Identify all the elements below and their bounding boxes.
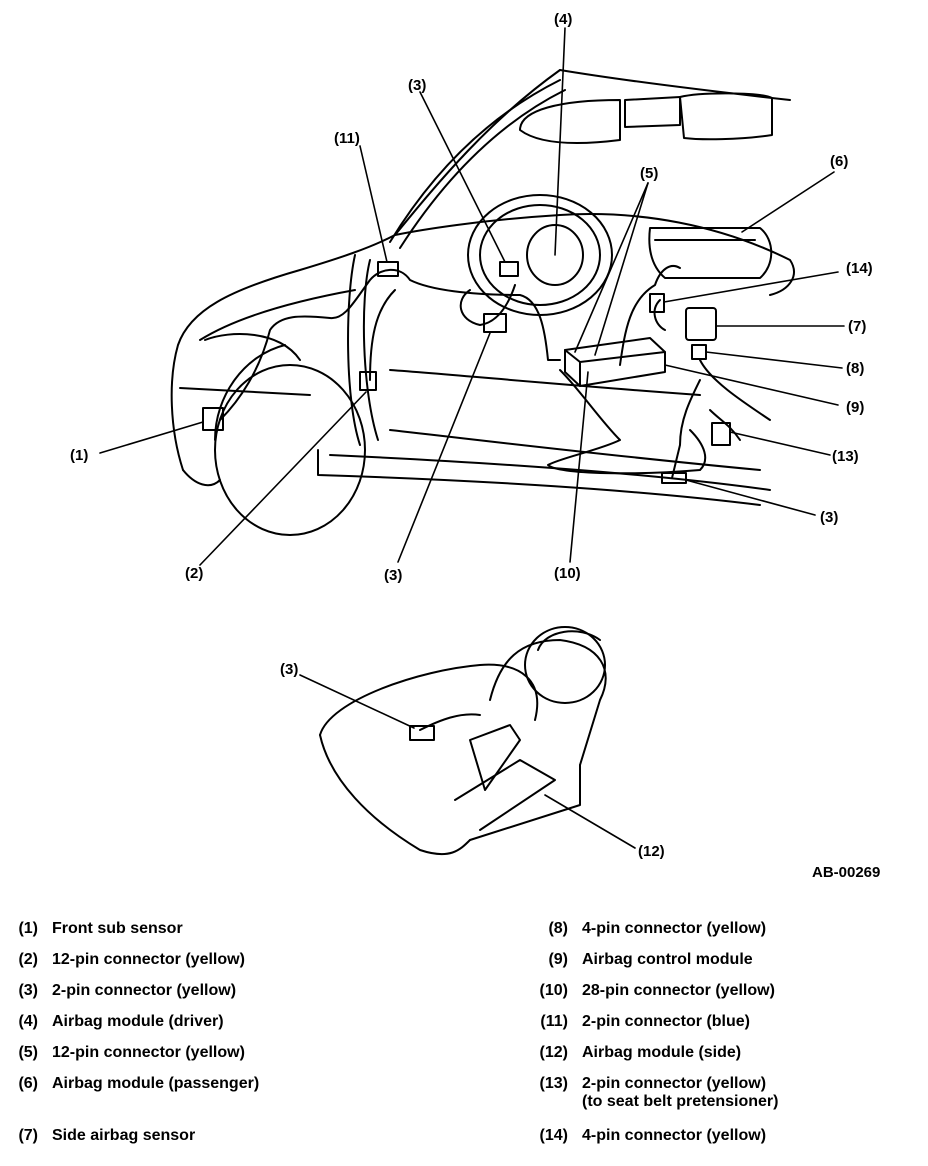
steering-wheel: [467, 194, 613, 316]
legend-number: (5): [18, 1044, 38, 1061]
legend-text: 2-pin connector (yellow) (to seat belt p…: [582, 1075, 778, 1111]
connector-3-bottom: [483, 313, 507, 333]
seat: [319, 626, 607, 856]
legend-text: 2-pin connector (blue): [582, 1013, 750, 1030]
callout-6: (6): [830, 153, 848, 170]
legend-item: (7) Side airbag sensor: [0, 1127, 259, 1158]
connector-14: [649, 293, 665, 313]
legend-text: Front sub sensor: [52, 920, 183, 937]
legend-text: 12-pin connector (yellow): [52, 951, 245, 968]
airbag-control-module: [564, 337, 666, 387]
legend-number: (9): [548, 951, 568, 968]
sun-visors: [519, 92, 773, 144]
passenger-airbag-module: [648, 227, 773, 279]
callout-9: (9): [846, 399, 864, 416]
connector-3-right: [661, 472, 687, 484]
legend-text: Airbag module (side): [582, 1044, 742, 1061]
callout-4: (4): [554, 11, 572, 28]
legend-item: (8) 4-pin connector (yellow): [520, 920, 778, 951]
legend-right: (8) 4-pin connector (yellow) (9) Airbag …: [520, 920, 779, 1158]
legend-text: 12-pin connector (yellow): [52, 1044, 245, 1061]
legend-item: (5) 12-pin connector (yellow): [0, 1044, 259, 1075]
connector-13: [711, 422, 731, 446]
legend-number: (10): [539, 982, 568, 999]
connector-3-top: [499, 261, 519, 277]
legend-number: (13): [539, 1075, 568, 1092]
legend-number: (8): [548, 920, 568, 937]
legend-text: 2-pin connector (yellow): [52, 982, 237, 999]
legend-item: (14) 4-pin connector (yellow): [520, 1127, 778, 1158]
front-sub-sensor: [202, 407, 224, 431]
callout-3-bottom: (3): [384, 567, 402, 584]
legend-item: (2) 12-pin connector (yellow): [0, 951, 259, 982]
callout-11: (11): [334, 130, 360, 147]
legend-item: (6) Airbag module (passenger): [0, 1075, 259, 1127]
leader-lines: [99, 27, 845, 849]
connector-11: [377, 261, 399, 277]
legend-text: Airbag control module: [582, 951, 753, 968]
callout-3-right: (3): [820, 509, 838, 526]
callout-5: (5): [640, 165, 658, 182]
callout-8: (8): [846, 360, 864, 377]
front-wheel: [204, 333, 366, 536]
legend-text: Airbag module (driver): [52, 1013, 224, 1030]
legend-number: (3): [18, 982, 38, 999]
legend-number: (12): [539, 1044, 568, 1061]
callout-3-seat: (3): [280, 661, 298, 678]
seat-connector-3: [409, 725, 435, 741]
legend-number: (7): [18, 1127, 38, 1144]
legend-item: (3) 2-pin connector (yellow): [0, 982, 259, 1013]
legend-item: (10) 28-pin connector (yellow): [520, 982, 778, 1013]
legend-number: (11): [540, 1013, 568, 1030]
legend-text: 28-pin connector (yellow): [582, 982, 775, 999]
legend-left: (1) Front sub sensor (2) 12-pin connecto…: [0, 920, 259, 1158]
legend-number: (1): [18, 920, 38, 937]
legend-number: (14): [539, 1127, 568, 1144]
legend-text-line2: (to seat belt pretensioner): [582, 1093, 779, 1110]
legend-number: (2): [18, 951, 38, 968]
connector-12pin-2: [359, 371, 377, 391]
callout-7: (7): [848, 318, 866, 335]
callout-14: (14): [846, 260, 873, 277]
car-body: [170, 69, 795, 506]
legend-item: (9) Airbag control module: [520, 951, 778, 982]
airbag-system-diagram: (1) (2) (3) (3) (4) (5) (6) (11) (14) (7…: [70, 11, 873, 860]
legend-number: (6): [18, 1075, 38, 1092]
legend-item: (13) 2-pin connector (yellow) (to seat b…: [520, 1075, 779, 1127]
legend-text: Side airbag sensor: [52, 1127, 196, 1144]
callout-13: (13): [832, 448, 859, 465]
callout-3-top: (3): [408, 77, 426, 94]
connector-8: [691, 344, 707, 360]
legend-text-line1: 2-pin connector (yellow): [582, 1075, 767, 1092]
callout-12: (12): [638, 843, 665, 860]
callout-1: (1): [70, 447, 88, 464]
legend-item: (11) 2-pin connector (blue): [520, 1013, 778, 1044]
callout-2: (2): [185, 565, 203, 582]
side-airbag-sensor: [685, 307, 717, 341]
legend-text: 4-pin connector (yellow): [582, 1127, 767, 1144]
legend-number: (4): [18, 1013, 38, 1030]
legend-text: 4-pin connector (yellow): [582, 920, 767, 937]
legend-item: (12) Airbag module (side): [520, 1044, 778, 1075]
callout-10: (10): [554, 565, 581, 582]
legend-item: (1) Front sub sensor: [0, 920, 259, 951]
figure-code: AB-00269: [812, 864, 881, 881]
legend-text: Airbag module (passenger): [52, 1075, 260, 1092]
legend-item: (4) Airbag module (driver): [0, 1013, 259, 1044]
